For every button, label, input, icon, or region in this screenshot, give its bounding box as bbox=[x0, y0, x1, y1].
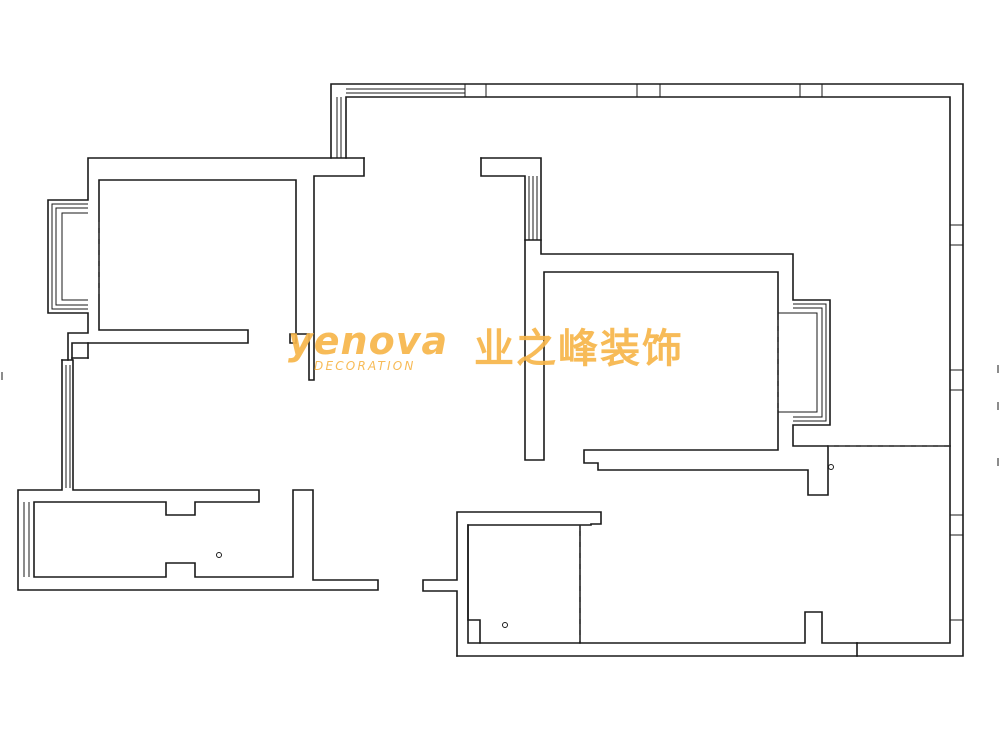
wall-top-outer bbox=[330, 83, 964, 657]
wall-rl bbox=[422, 511, 602, 657]
bay-window-left-2 bbox=[55, 207, 88, 306]
edge-ticks bbox=[1, 365, 999, 466]
floor-drain-right bbox=[828, 464, 834, 470]
bay-window-left-1 bbox=[51, 203, 88, 310]
wall-ru-inner bbox=[480, 157, 829, 496]
floor-drain-left bbox=[216, 552, 222, 558]
wall-rl-inner bbox=[467, 524, 481, 644]
outer-walls bbox=[330, 83, 964, 657]
watermark-brand-sub: DECORATION bbox=[314, 359, 416, 373]
wall-rl-right bbox=[579, 611, 858, 644]
bay-window-left-3 bbox=[61, 212, 88, 301]
wall-top-inner bbox=[345, 96, 951, 644]
bay-window-right-2 bbox=[793, 307, 823, 418]
bay-window-right-3 bbox=[778, 312, 818, 413]
wall-tl-shell bbox=[47, 157, 365, 361]
bay-window-right-1 bbox=[793, 303, 827, 422]
room-top-left bbox=[47, 157, 365, 381]
watermark-brand-cn: 业之峰装饰 bbox=[474, 326, 684, 372]
wall-lm-left bbox=[17, 359, 379, 591]
wall-ru-outer bbox=[480, 157, 951, 447]
room-right-upper bbox=[480, 157, 951, 496]
watermark-brand-latin: yenova bbox=[288, 319, 449, 363]
room-left-middle bbox=[17, 359, 379, 591]
floor-drain-lower bbox=[502, 622, 508, 628]
room-right-lower bbox=[422, 511, 858, 657]
yenova-watermark-logo: yenova DECORATION 业之峰装饰 bbox=[288, 322, 728, 378]
